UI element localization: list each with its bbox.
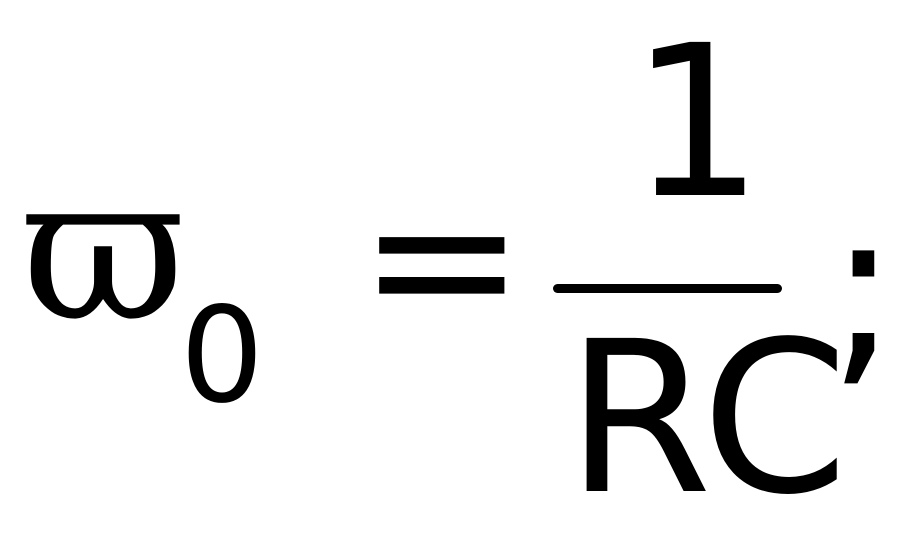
equals-sign: = xyxy=(358,143,526,376)
semicolon: ; xyxy=(828,164,899,409)
fraction-bar xyxy=(553,284,782,293)
omega-symbol: ϖ xyxy=(22,133,186,366)
fraction-denominator: RC xyxy=(566,296,849,541)
omega-subscript: 0 xyxy=(180,279,264,433)
fraction-numerator: 1 xyxy=(630,0,764,245)
